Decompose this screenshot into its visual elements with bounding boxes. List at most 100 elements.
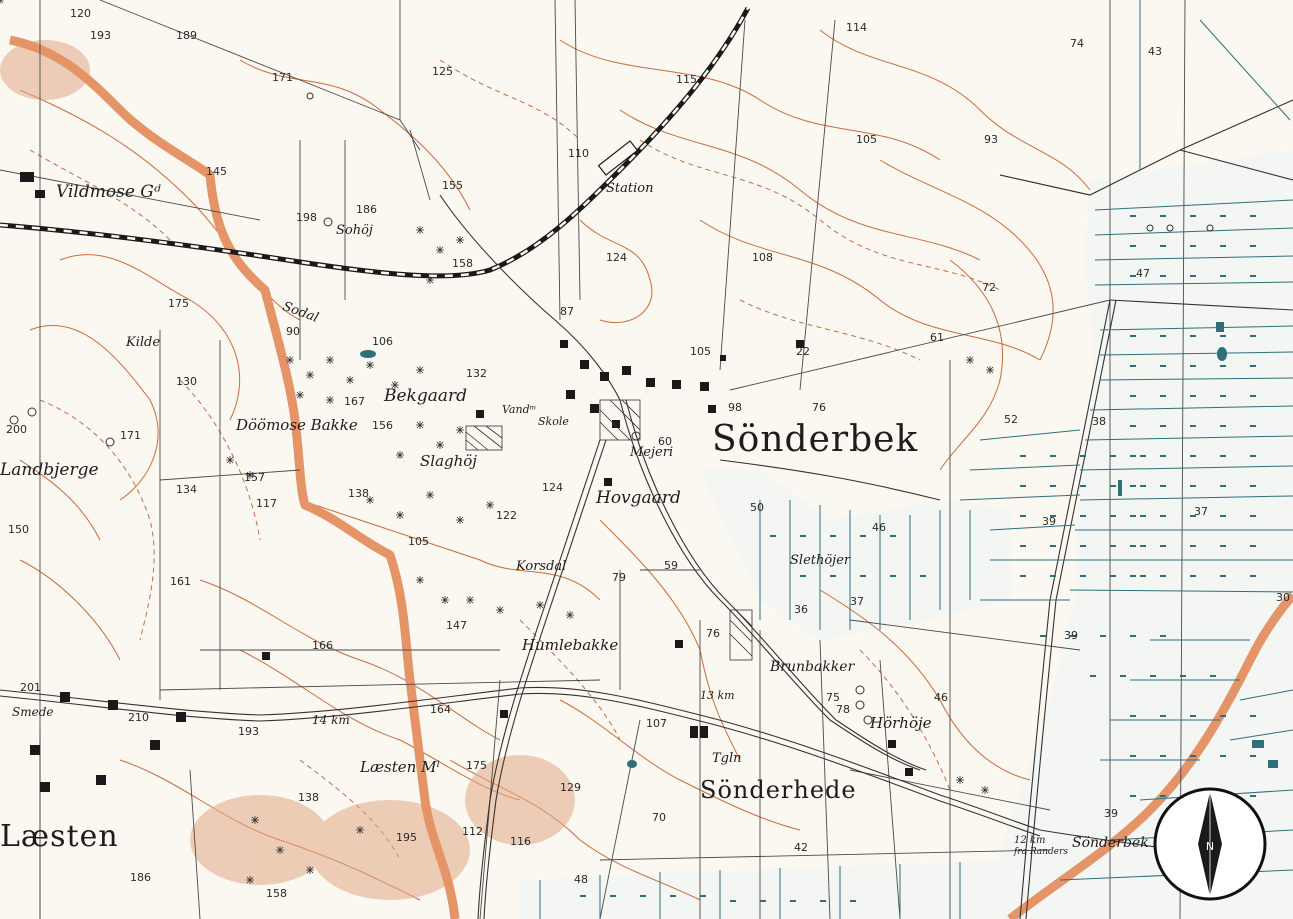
place-label-tgln[interactable]: Tgln <box>712 751 742 766</box>
place-label-landbjerge[interactable]: Landbjerge <box>0 460 99 480</box>
elevation-label: 138 <box>348 487 369 500</box>
distance-label-14km: 14 km <box>312 713 350 727</box>
elevation-label: 195 <box>396 831 417 844</box>
elevation-label: 105 <box>690 345 711 358</box>
town-label-sonderhede[interactable]: Sönderhede <box>700 776 857 804</box>
elevation-label: 30 <box>1276 591 1290 604</box>
elevation-label: 46 <box>872 521 886 534</box>
elevation-label: 134 <box>176 483 197 496</box>
place-label-station[interactable]: Station <box>606 181 654 196</box>
elevation-label: 186 <box>356 203 377 216</box>
elevation-label: 175 <box>168 297 189 310</box>
elevation-label: 78 <box>836 703 850 716</box>
place-label-sohoj[interactable]: Sohöj <box>336 223 373 238</box>
elevation-label: 47 <box>1136 267 1150 280</box>
elevation-label: 108 <box>752 251 773 264</box>
elevation-label: 145 <box>206 165 227 178</box>
railway <box>0 6 751 279</box>
ponds <box>360 347 1227 768</box>
elevation-label: 36 <box>794 603 808 616</box>
elevation-label: 90 <box>286 325 300 338</box>
elevation-label: 93 <box>984 133 998 146</box>
distance-label-13km: 13 km <box>700 689 735 702</box>
elevation-label: 201 <box>20 681 41 694</box>
elevation-label: 39 <box>1064 629 1078 642</box>
elevation-label: 200 <box>6 423 27 436</box>
elevation-label: 167 <box>344 395 365 408</box>
elevation-label: 175 <box>466 759 487 772</box>
place-label-sonderbek-bro[interactable]: Sönderbek Bro <box>1072 835 1179 851</box>
elevation-label: 114 <box>846 21 867 34</box>
elevation-label: 50 <box>750 501 764 514</box>
place-label-humlebakke[interactable]: Humlebakke <box>522 636 619 654</box>
elevation-label: 156 <box>372 419 393 432</box>
elevation-label: 116 <box>510 835 531 848</box>
elevation-label: 186 <box>130 871 151 884</box>
elevation-label: 157 <box>244 471 265 484</box>
farm-blocks <box>465 399 753 661</box>
place-label-skole[interactable]: Skole <box>538 415 569 428</box>
parish-border <box>9 35 460 919</box>
elevation-label: 124 <box>542 481 563 494</box>
elevation-label: 112 <box>462 825 483 838</box>
elevation-label: 61 <box>930 331 944 344</box>
place-label-smede[interactable]: Smede <box>12 705 54 719</box>
elevation-label: 37 <box>850 595 864 608</box>
compass-n-label: N <box>1206 840 1214 853</box>
river-border <box>1007 592 1293 919</box>
elevation-label: 210 <box>128 711 149 724</box>
elevation-label: 198 <box>296 211 317 224</box>
elevation-label: 158 <box>266 887 287 900</box>
place-label-hovgaard[interactable]: Hovgaard <box>596 488 681 508</box>
elevation-label: 48 <box>574 873 588 886</box>
elevation-label: 115 <box>676 73 697 86</box>
elevation-label: 130 <box>176 375 197 388</box>
place-label-bekgaard[interactable]: Bekgaard <box>384 386 468 406</box>
elevation-label: 193 <box>238 725 259 738</box>
elevation-label: 59 <box>664 559 678 572</box>
place-label-brunbakker[interactable]: Brunbakker <box>770 659 855 675</box>
place-label-horhoje[interactable]: Hörhöje <box>870 714 932 732</box>
place-label-korsdal[interactable]: Korsdal <box>516 559 567 574</box>
distance-label-12km: 12 km <box>1014 835 1046 846</box>
elevation-label: 189 <box>176 29 197 42</box>
elevation-label: 110 <box>568 147 589 160</box>
town-label-sonderbek[interactable]: Sönderbek <box>712 419 919 460</box>
place-label-doomose-bakke[interactable]: Döömose Bakke <box>236 416 358 434</box>
elevation-label: 43 <box>1148 45 1162 58</box>
elevation-label: 147 <box>446 619 467 632</box>
elevation-label: 37 <box>1194 505 1208 518</box>
elevation-label: 171 <box>120 429 141 442</box>
elevation-label: 161 <box>170 575 191 588</box>
place-label-vildmose[interactable]: Vildmose Gᵈ <box>56 182 161 202</box>
buildings <box>20 172 913 792</box>
elevation-label: 164 <box>430 703 451 716</box>
elevation-label: 52 <box>1004 413 1018 426</box>
elevation-label: 105 <box>856 133 877 146</box>
elevation-label: 166 <box>312 639 333 652</box>
elevation-label: 129 <box>560 781 581 794</box>
elevation-label: 117 <box>256 497 277 510</box>
elevation-label: 138 <box>298 791 319 804</box>
place-label-kilde[interactable]: Kilde <box>126 335 161 350</box>
place-label-vandm[interactable]: Vandᵐ <box>502 403 537 416</box>
elevation-label: 98 <box>728 401 742 414</box>
elevation-label: 122 <box>496 509 517 522</box>
place-label-slethojer[interactable]: Slethöjer <box>790 553 851 568</box>
hill-shading <box>0 40 575 900</box>
elevation-label: 74 <box>1070 37 1084 50</box>
elevation-label: 171 <box>272 71 293 84</box>
elevation-label: 70 <box>652 811 666 824</box>
elevation-label: 60 <box>658 435 672 448</box>
elevation-label: 75 <box>826 691 840 704</box>
place-label-mejeri[interactable]: Mejeri <box>630 445 674 460</box>
place-label-slaghoj[interactable]: Slaghöj <box>420 452 477 470</box>
elevation-label: 42 <box>794 841 808 854</box>
town-label-laesten[interactable]: Læsten <box>0 819 119 854</box>
elevation-label: 150 <box>8 523 29 536</box>
place-label-laesten-ml[interactable]: Læsten Mˡ <box>360 758 441 776</box>
field-lines <box>0 0 1186 919</box>
north-arrow-compass[interactable]: N <box>1152 786 1268 902</box>
